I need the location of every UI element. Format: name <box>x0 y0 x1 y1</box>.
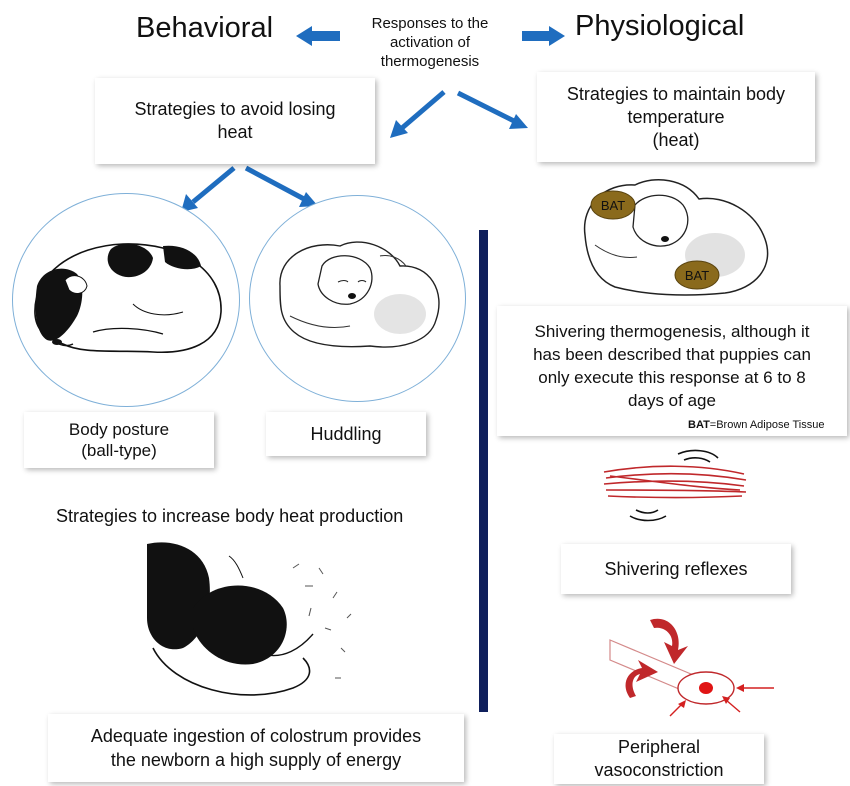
avoid-losing-heat-box: Strategies to avoid losing heat <box>95 78 375 164</box>
huddling-label: Huddling <box>310 423 382 444</box>
shivering-thermogenesis-box: Shivering thermogenesis, although it has… <box>497 306 847 436</box>
shivering-thermogenesis-line: only execute this response at 6 to 8 <box>538 368 806 387</box>
center-label-line: activation of <box>389 34 471 51</box>
center-label: Responses to the activation of thermogen… <box>355 14 505 71</box>
center-to-maintain-arrow <box>456 90 528 129</box>
right-block-arrow <box>522 26 565 46</box>
avoid-losing-heat-line: heat <box>217 122 253 142</box>
physiological-heading: Physiological <box>575 10 745 42</box>
huddling-puppies-illustration <box>279 241 440 348</box>
center-label-line: Responses to the <box>371 15 489 32</box>
bat-footnote: BAT=Brown Adipose Tissue <box>688 419 824 431</box>
shivering-thermogenesis-line: days of age <box>628 391 716 410</box>
maintain-temperature-line: Strategies to maintain body <box>566 83 786 104</box>
bat-footnote-text: =Brown Adipose Tissue <box>709 419 825 431</box>
colostrum-box: Adequate ingestion of colostrum provides… <box>48 714 464 782</box>
colostrum-line: Adequate ingestion of colostrum provides <box>90 726 422 746</box>
shivering-thermogenesis-line: Shivering thermogenesis, although it <box>534 322 810 341</box>
maintain-temperature-box: Strategies to maintain body temperature … <box>537 72 815 162</box>
ball-posture-puppy-illustration <box>34 243 222 354</box>
bat-tag-lower-text: BAT <box>685 268 709 283</box>
left-block-arrow <box>296 26 340 46</box>
bat-puppies-illustration: BAT BAT <box>583 178 769 296</box>
avoid-to-posture-arrow <box>181 166 236 212</box>
body-posture-line: Body posture <box>68 420 170 439</box>
bat-tag-upper: BAT <box>590 190 636 220</box>
bat-tag-upper-text: BAT <box>601 198 625 213</box>
increase-heat-title: Strategies to increase body heat product… <box>56 506 404 526</box>
vasoconstriction-illustration <box>609 618 774 717</box>
body-posture-line: (ball-type) <box>81 441 157 460</box>
center-label-line: thermogenesis <box>380 53 480 70</box>
maintain-temperature-line: temperature <box>627 106 725 127</box>
body-posture-box: Body posture (ball-type) <box>24 412 214 468</box>
avoid-losing-heat-line: Strategies to avoid losing <box>134 99 336 119</box>
vertical-divider <box>479 230 488 712</box>
bat-footnote-abbr: BAT <box>688 419 710 431</box>
peripheral-vasoconstriction-box: Peripheral vasoconstriction <box>554 734 764 784</box>
center-to-avoid-arrow <box>390 90 446 138</box>
shivering-reflexes-label: Shivering reflexes <box>604 558 748 579</box>
posture-circle <box>12 193 240 407</box>
shivering-thermogenesis-line: has been described that puppies can <box>533 345 811 364</box>
huddling-box: Huddling <box>266 412 426 456</box>
huddling-circle <box>249 195 466 402</box>
muscle-fibers-illustration <box>603 449 747 522</box>
maintain-temperature-line: (heat) <box>652 129 700 150</box>
peripheral-vasoconstriction-line: vasoconstriction <box>594 760 724 780</box>
bat-tag-lower: BAT <box>674 260 720 290</box>
shivering-reflexes-box: Shivering reflexes <box>561 544 791 594</box>
nursing-puppy-illustration <box>147 542 352 696</box>
behavioral-heading: Behavioral <box>136 12 274 44</box>
peripheral-vasoconstriction-line: Peripheral <box>617 737 701 757</box>
colostrum-line: the newborn a high supply of energy <box>110 750 402 770</box>
